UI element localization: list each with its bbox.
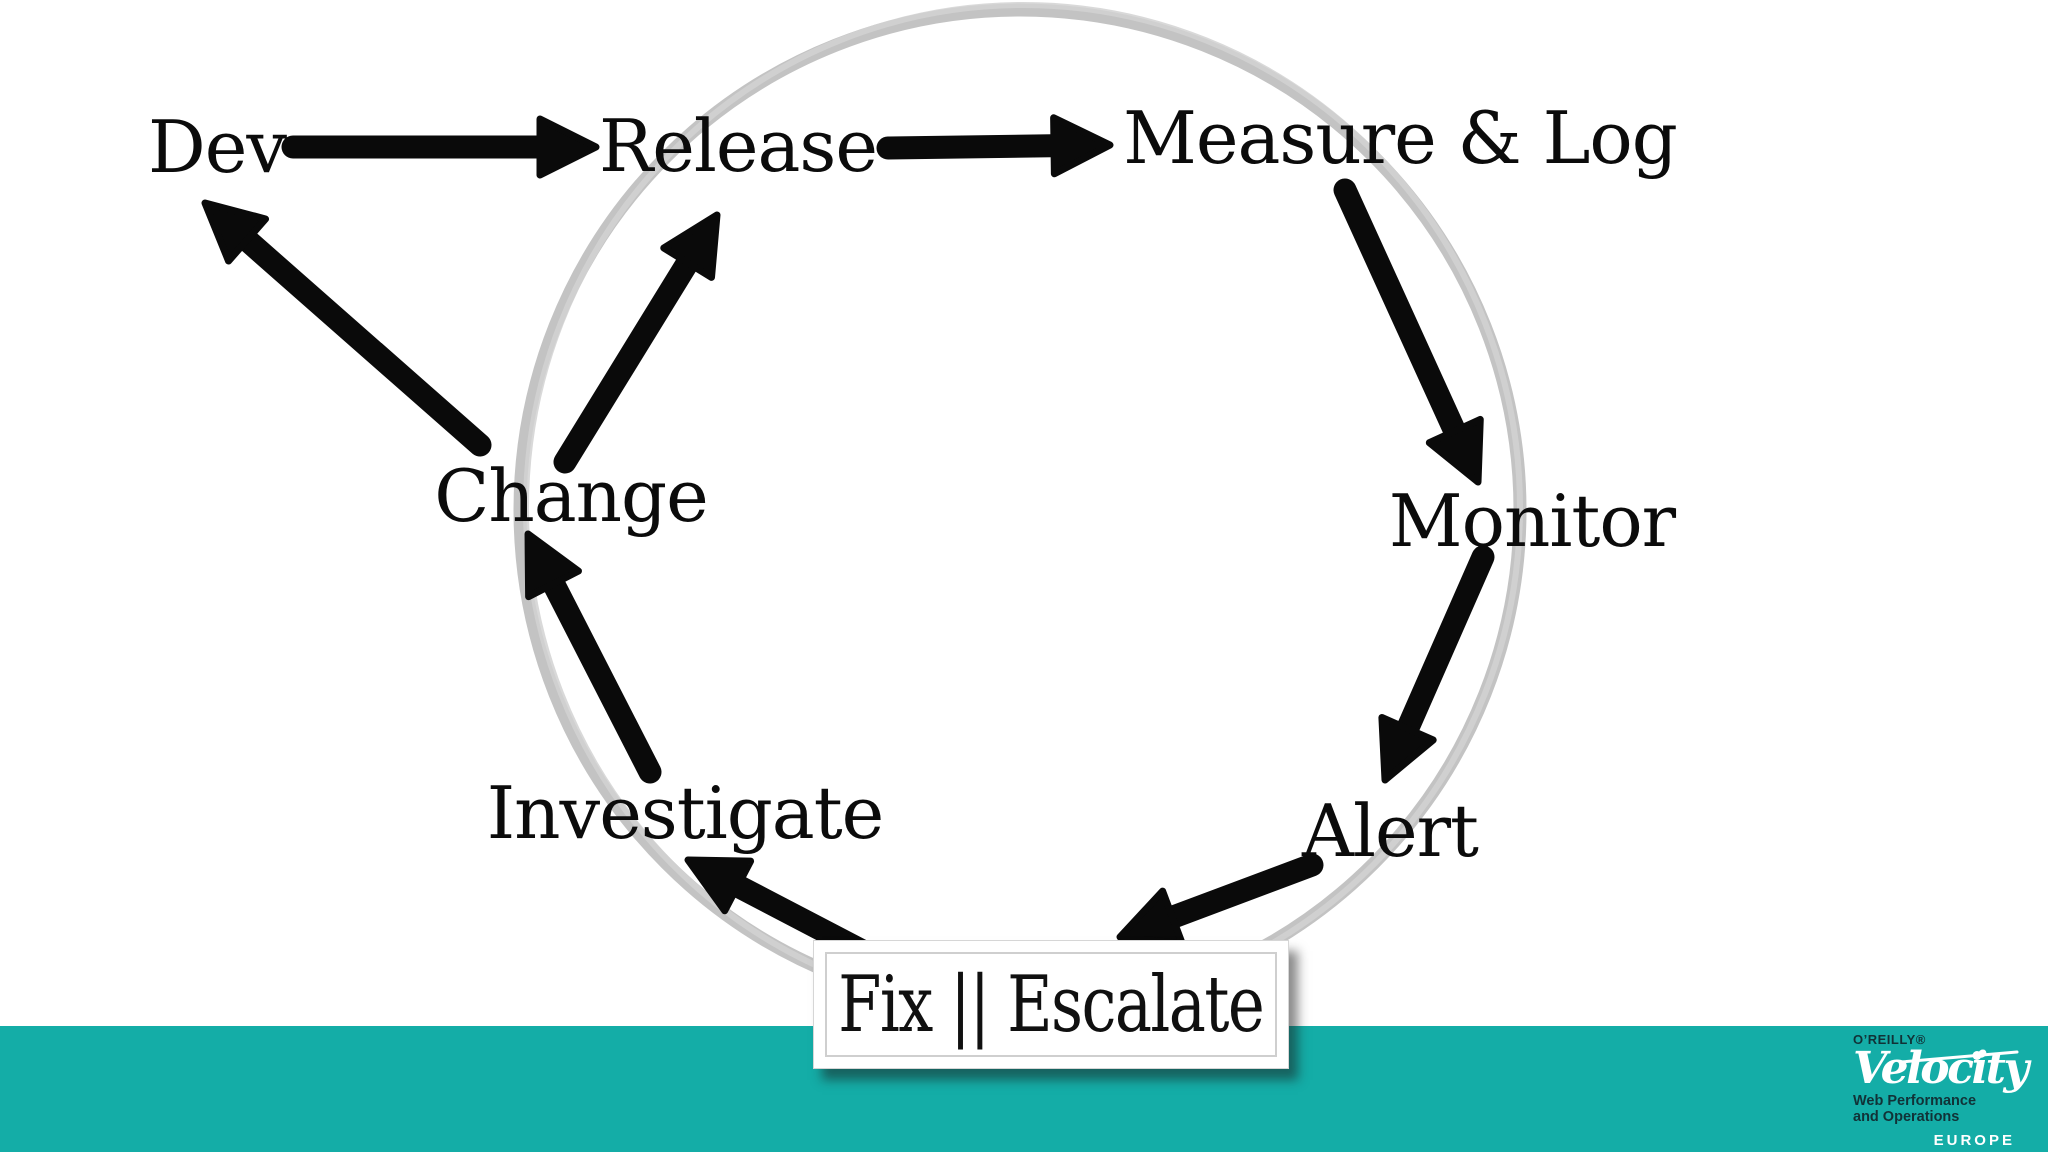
velocity-swoosh-icon: [1899, 1050, 2019, 1064]
logo-tagline: Web Performance and Operations: [1853, 1093, 1977, 1125]
node-label-alert: Alert: [1302, 789, 1479, 873]
oreilly-wordmark: O’REILLY®: [1853, 1032, 1926, 1047]
velocity-wordmark: Velocity: [1853, 1043, 2029, 1094]
node-label-measure-log: Measure & Log: [1123, 96, 1678, 180]
node-label-release: Release: [599, 104, 878, 188]
arrow-measure-log-to-monitor: [1333, 178, 1484, 486]
fix-escalate-label: Fix || Escalate: [838, 959, 1265, 1050]
fix-escalate-box: Fix || Escalate: [813, 940, 1289, 1069]
node-label-investigate: Investigate: [486, 771, 885, 855]
node-label-monitor: Monitor: [1388, 479, 1676, 563]
arrow-release-to-measure-log: [876, 114, 1114, 178]
arrow-investigate-to-change: [524, 530, 662, 784]
velocity-conference-logo: O’REILLY® Velocity Web Performance and O…: [1853, 1032, 2029, 1150]
europe-label: EUROPE: [1933, 1132, 2015, 1150]
fix-escalate-box-frame: Fix || Escalate: [825, 952, 1277, 1057]
node-label-change: Change: [434, 454, 708, 538]
arrow-monitor-to-alert: [1378, 545, 1495, 784]
arrow-dev-to-release: [281, 115, 600, 179]
arrow-change-to-release: [553, 211, 721, 474]
node-label-dev: Dev: [147, 105, 287, 189]
arrow-change-to-dev: [201, 199, 492, 457]
